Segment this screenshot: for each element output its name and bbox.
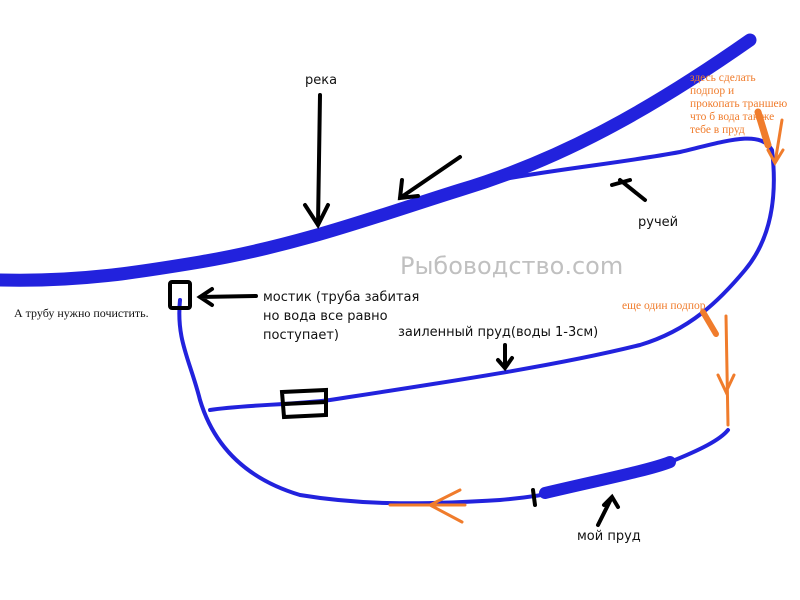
arrow-stream [610,178,647,202]
dam-note: здесь сделать подпор и прокопать траншею… [690,72,787,137]
orange-arrow-left [388,488,467,524]
label-bridge: мостик (труба забитая но вода все равно … [263,288,419,345]
label-stream: ручей [638,215,679,230]
bridge-pipe [168,280,192,310]
dam-note-line: что б вода так же [690,111,775,123]
orange-arrow-down [716,314,736,427]
arrow-flow [397,155,462,201]
bridge-line: поступает) [263,328,339,343]
label-second-dam: еще один подпор [622,300,706,312]
dam-note-line: подпор и [690,85,735,97]
orange-arrow-top [766,118,785,167]
label-silted-pond: заиленный пруд(воды 1-3см) [398,325,599,340]
dam-note-line: тебе в пруд [690,124,745,136]
bridge-line: но вода все равно [263,309,388,324]
arrow-bridge [196,287,258,307]
label-river: река [305,73,338,88]
label-pipe-note: А трубу нужно почистить. [14,306,149,320]
dam-marker-2 [700,309,719,337]
arrow-pond [596,493,620,527]
arrow-river [303,93,330,230]
my-pond [539,456,676,499]
river [0,33,757,287]
dam-note-line: здесь сделать [690,72,756,84]
dam-note-line: прокопать траншею [690,98,788,110]
bridge-line: мостик (труба забитая [263,290,420,305]
stream [208,136,776,412]
label-my-pond: мой пруд [577,529,641,544]
arrow-silted [496,343,514,372]
culvert [279,387,328,420]
watermark: Рыбоводство.com [400,252,624,280]
dam-marker-1 [754,108,772,149]
pond-dam [531,488,537,507]
